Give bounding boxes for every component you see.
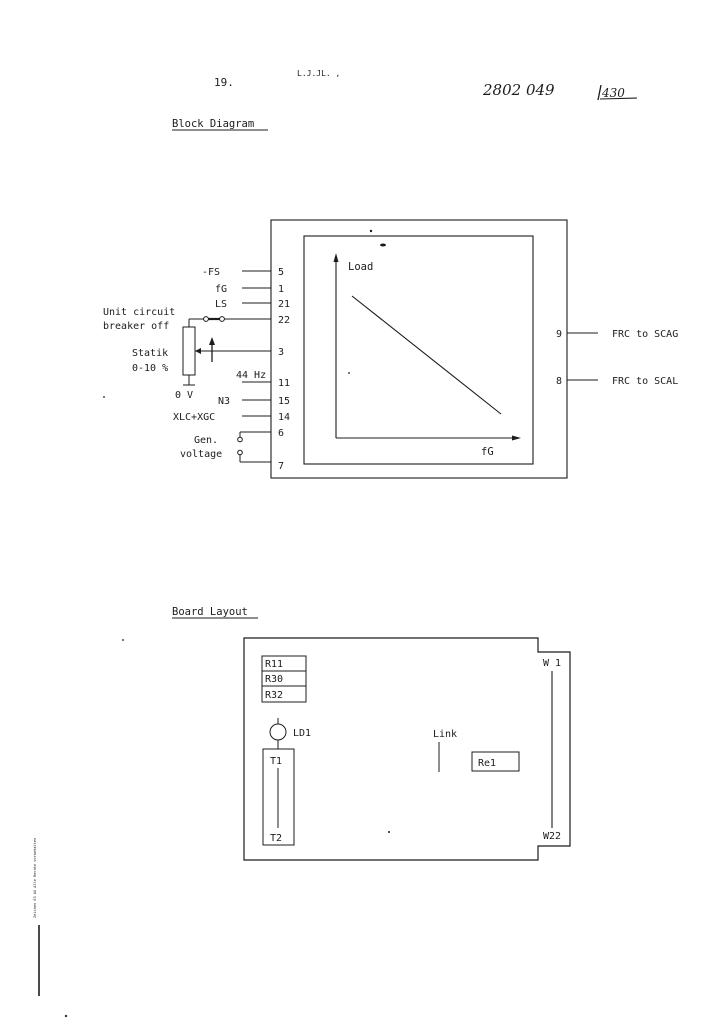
resistor-r32-label: R32: [265, 690, 283, 701]
transistor-t2-label: T2: [270, 833, 282, 844]
resistor-r32-box: [261, 685, 307, 703]
module-outer-box: [270, 219, 568, 479]
left-pin-lines: [195, 270, 271, 417]
pin-label-fs: -FS: [202, 267, 220, 278]
pin-label-44hz: 44 Hz: [236, 370, 266, 381]
graph-x-label: fG: [481, 446, 494, 458]
connector-bottom-label: W22: [543, 831, 561, 842]
pin-number-3: 3: [278, 347, 284, 358]
resistor-r30-label: R30: [265, 674, 283, 685]
led-label: LD1: [293, 728, 311, 739]
module-inner-box: [303, 235, 534, 465]
potentiometer-icon: [182, 326, 215, 386]
pin-number-15: 15: [278, 396, 290, 407]
pin-number-14: 14: [278, 412, 290, 423]
led-icon: [269, 723, 287, 741]
speck: [64, 1014, 68, 1018]
transistor-block: [262, 748, 295, 846]
relay-box: [471, 751, 520, 772]
pin-number-21: 21: [278, 299, 290, 310]
ink-spot: [380, 243, 386, 247]
connector-top-label: W 1: [543, 658, 561, 669]
header-smudge: L.J.JL. ,: [297, 69, 340, 78]
breaker-switch-icon: [188, 316, 225, 327]
page-number: 19.: [214, 76, 234, 89]
statik-label: Statik: [132, 348, 168, 359]
pin-label-n3: N3: [218, 396, 230, 407]
zero-volt-label: 0 V: [175, 390, 193, 401]
reference-number-underline: [599, 97, 638, 100]
speck: [369, 229, 373, 233]
speck: [122, 639, 124, 641]
breaker-label-line1: Unit circuit: [103, 307, 175, 318]
speck: [348, 372, 350, 374]
pin-number-6: 6: [278, 428, 284, 439]
pin-number-8: 8: [556, 376, 562, 387]
pin-number-7: 7: [278, 461, 284, 472]
margin-note: Zeichen 03 AG Alle Rechte vorbehalten: [33, 838, 37, 918]
board-layout-title: Board Layout: [172, 606, 248, 618]
breaker-label-line2: breaker off: [103, 321, 169, 332]
pin-number-9: 9: [556, 329, 562, 340]
gen-voltage-label-line2: voltage: [180, 449, 222, 460]
gen-voltage-label-line1: Gen.: [194, 435, 218, 446]
output-label-frc-scag: FRC to SCAG: [612, 329, 678, 340]
graph-y-label: Load: [348, 261, 373, 273]
ref-number-bar: [597, 84, 602, 101]
pin-label-xlc-xgc: XLC+XGC: [173, 412, 215, 423]
pin-number-5: 5: [278, 267, 284, 278]
document-number: 2802 049: [482, 81, 555, 99]
relay-label: Re1: [478, 758, 496, 769]
pin-label-fg: fG: [215, 284, 227, 295]
x-axis-arrow-icon: [512, 435, 521, 441]
speck: [103, 396, 105, 398]
link-label: Link: [433, 729, 457, 740]
gen-voltage-terminals: [237, 431, 271, 463]
pin-label-ls: LS: [215, 299, 227, 310]
y-axis-arrow-icon: [333, 253, 339, 262]
load-curve: [351, 295, 502, 415]
resistor-r11-label: R11: [265, 659, 283, 670]
pin-number-1: 1: [278, 284, 284, 295]
transistor-t1-label: T1: [270, 756, 282, 767]
speck: [388, 831, 390, 833]
board-outline: [243, 637, 571, 861]
reference-number: 430: [601, 86, 625, 100]
output-label-frc-scal: FRC to SCAL: [612, 376, 678, 387]
pin-number-22: 22: [278, 315, 290, 326]
pin-number-11: 11: [278, 378, 290, 389]
block-diagram-title: Block Diagram: [172, 118, 254, 130]
statik-range: 0-10 %: [132, 363, 168, 374]
